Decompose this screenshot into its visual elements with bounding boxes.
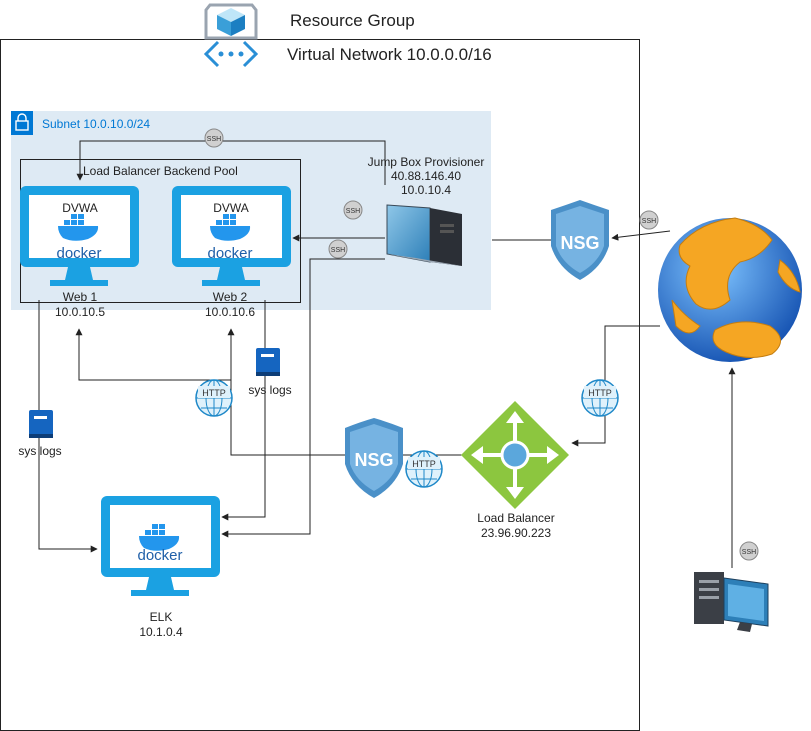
web1-monitor: DVWA docker	[20, 186, 139, 286]
svg-text:SSH: SSH	[331, 247, 345, 254]
svg-text:docker: docker	[56, 245, 101, 262]
ssh-tag-elk: SSH	[328, 239, 348, 259]
http-tag-lb: HTTP	[405, 450, 443, 488]
syslogs-label-web2: sys logs	[248, 383, 291, 397]
svg-text:HTTP: HTTP	[588, 388, 612, 398]
book-icon	[29, 410, 53, 438]
docker-whale-icon	[58, 214, 99, 241]
http-tag-internet: HTTP	[581, 379, 619, 417]
svg-text:docker: docker	[207, 245, 252, 262]
web1-name: Web 1	[63, 290, 98, 304]
elk-monitor: docker	[101, 496, 220, 596]
subnet-label: Subnet 10.0.10.0/24	[42, 117, 150, 131]
svg-text:SSH: SSH	[346, 208, 360, 215]
jumpbox-ip: 10.0.10.4	[401, 183, 451, 197]
web2-monitor: DVWA docker	[172, 186, 291, 286]
backend-pool-label: Load Balancer Backend Pool	[83, 164, 238, 178]
svg-text:SSH: SSH	[742, 549, 756, 556]
shield-icon: NSG	[551, 200, 609, 280]
lb-ip: 23.96.90.223	[481, 526, 551, 540]
svg-text:HTTP: HTTP	[412, 459, 436, 469]
ssh-tag-top: SSH	[204, 128, 224, 148]
book-icon	[256, 348, 280, 376]
http-tag-web: HTTP	[195, 379, 233, 417]
ssh-tag-web2: SSH	[343, 200, 363, 220]
vnet-label: Virtual Network 10.0.0.0/16	[287, 45, 492, 64]
vnet-icon	[203, 40, 259, 68]
syslogs-label-web1: sys logs	[18, 444, 61, 458]
globe-icon	[658, 217, 802, 362]
cube-icon	[204, 3, 258, 40]
jumpbox-public-ip: 40.88.146.40	[391, 169, 461, 183]
docker-whale-icon	[139, 524, 180, 551]
svg-text:SSH: SSH	[207, 136, 221, 143]
web1-ip: 10.0.10.5	[55, 305, 105, 319]
resource-group-label: Resource Group	[290, 11, 415, 30]
lb-name: Load Balancer	[477, 511, 554, 525]
web2-name: Web 2	[213, 290, 248, 304]
svg-text:SSH: SSH	[642, 218, 656, 225]
server-icon	[386, 204, 462, 266]
nsg-label-top: NSG	[560, 233, 599, 253]
ssh-tag-internet: SSH	[639, 210, 659, 230]
load-balancer-icon	[461, 401, 569, 509]
shield-icon: NSG	[345, 418, 403, 498]
lock-icon	[11, 111, 33, 135]
web2-ip: 10.0.10.6	[205, 305, 255, 319]
svg-text:DVWA: DVWA	[213, 201, 249, 215]
svg-text:DVWA: DVWA	[62, 201, 98, 215]
svg-text:HTTP: HTTP	[202, 388, 226, 398]
docker-whale-icon	[210, 214, 251, 241]
elk-name: ELK	[150, 610, 173, 624]
nsg-label-bottom: NSG	[354, 450, 393, 470]
elk-ip: 10.1.0.4	[139, 625, 183, 639]
svg-text:docker: docker	[137, 547, 182, 564]
ssh-tag-workstation: SSH	[739, 541, 759, 561]
jumpbox-name: Jump Box Provisioner	[368, 155, 485, 169]
workstation-icon	[694, 572, 769, 632]
